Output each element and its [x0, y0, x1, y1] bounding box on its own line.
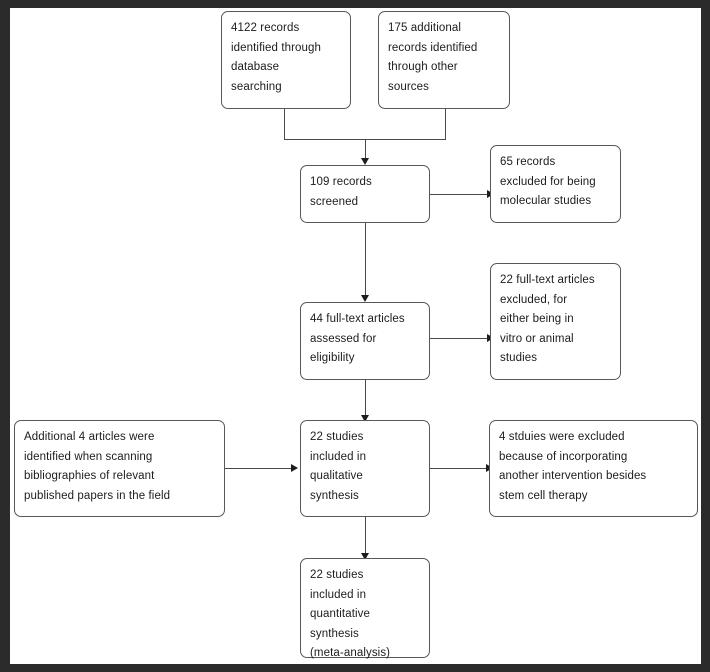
box-included-quantitative-synthesis: 22 studies included in quantitative synt… — [300, 558, 430, 659]
box-records-identified-database: 4122 records identified through database… — [221, 11, 351, 109]
box-additional-articles-bibliographies: Additional 4 articles were identified wh… — [14, 420, 225, 517]
connector-additional-to-qualitative — [225, 468, 296, 469]
connector-qualitative-to-quantitative — [365, 513, 366, 561]
box-excluded-other-intervention: 4 stduies were excluded because of incor… — [489, 420, 698, 517]
arrowhead-to-fulltext — [361, 295, 369, 302]
box-records-screened: 109 records screened — [300, 165, 430, 223]
connector-other-drop — [445, 108, 446, 140]
connector-fulltext-to-excluded — [430, 338, 494, 339]
arrowhead-to-quantitative — [361, 553, 369, 560]
connector-merge-to-screened — [365, 139, 366, 162]
diagram-canvas: 4122 records identified through database… — [10, 8, 701, 664]
connector-qualitative-to-excluded — [430, 468, 493, 469]
arrowhead-to-screened — [361, 158, 369, 165]
connector-fulltext-to-qualitative — [365, 379, 366, 423]
box-records-identified-other-sources: 175 additional records identified throug… — [378, 11, 510, 109]
box-included-qualitative-synthesis: 22 studies included in qualitative synth… — [300, 420, 430, 517]
connector-screened-to-excluded — [430, 194, 494, 195]
box-records-excluded-molecular: 65 records excluded for being molecular … — [490, 145, 621, 223]
box-fulltext-assessed-eligibility: 44 full-text articles assessed for eligi… — [300, 302, 430, 380]
connector-screened-to-fulltext — [365, 222, 366, 299]
box-fulltext-excluded: 22 full-text articles excluded, for eith… — [490, 263, 621, 380]
arrowhead-additional-to-qualitative — [291, 464, 298, 472]
connector-db-drop — [284, 108, 285, 140]
arrowhead-to-qualitative — [361, 415, 369, 422]
